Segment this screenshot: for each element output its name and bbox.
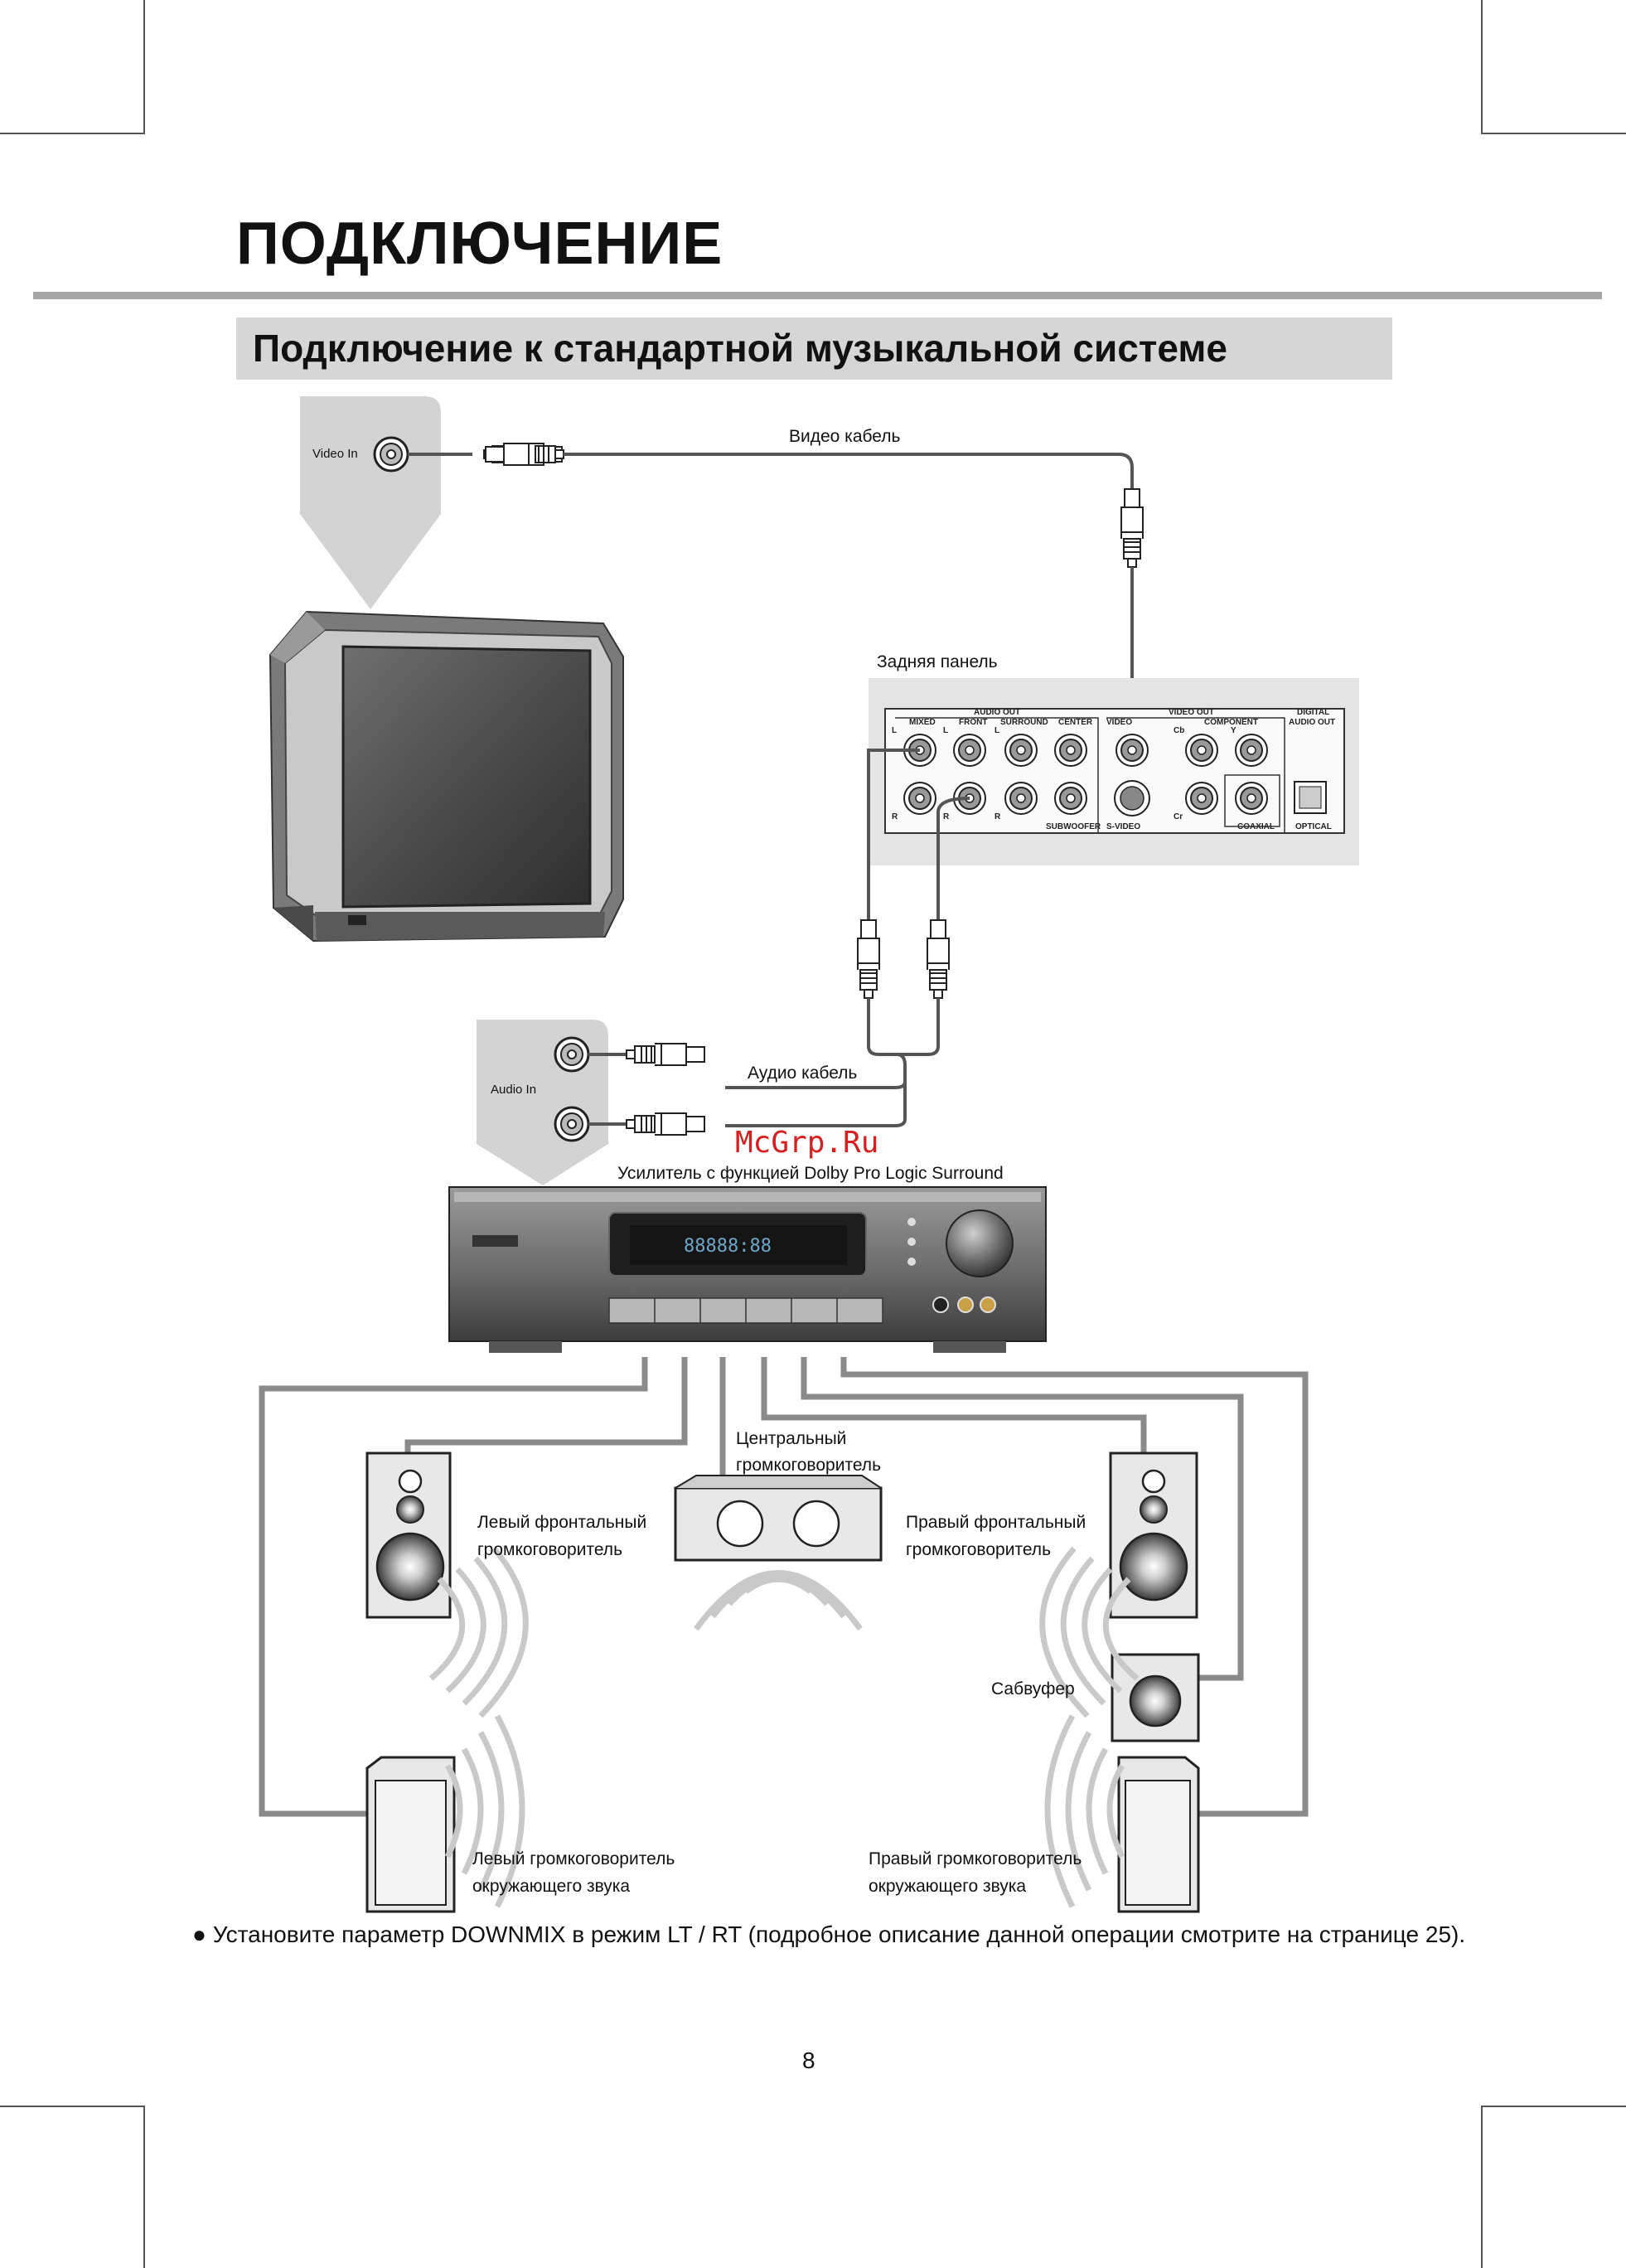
subwoofer-speaker: [1111, 1653, 1200, 1742]
crop-mark: [1481, 133, 1626, 134]
r-label: R: [892, 812, 898, 821]
audio-in-label: Audio In: [491, 1083, 536, 1097]
page-title: ПОДКЛЮЧЕНИЕ: [236, 211, 723, 277]
crop-mark: [1481, 0, 1483, 133]
audio-cable-label: Аудио кабель: [748, 1064, 857, 1083]
left-front-label-1: Левый фронтальный: [477, 1513, 646, 1532]
left-surround-speaker: [365, 1756, 456, 1913]
rear-panel: Задняя панель AUDIO OUT VIDEO OUT DIGITA…: [869, 652, 1359, 865]
downmix-note: ● Установите параметр DOWNMIX в режим LT…: [192, 1922, 1465, 1948]
video-in-callout: Video In: [300, 396, 441, 609]
right-front-label-2: громкоговоритель: [906, 1540, 1051, 1559]
bullet-icon: ●: [192, 1922, 206, 1947]
left-surround-label-2: окружающего звука: [472, 1877, 630, 1896]
digital-label-2: AUDIO OUT: [1289, 718, 1335, 727]
l-label: L: [892, 726, 897, 735]
crop-mark: [1481, 2106, 1626, 2107]
panel-jacks: [903, 734, 1327, 827]
video-in-jack: [373, 436, 409, 472]
amplifier-illustration: 88888:88: [448, 1186, 1047, 1353]
center-speaker-label-2: громкоговоритель: [736, 1456, 881, 1475]
component-label: COMPONENT: [1204, 718, 1258, 727]
optical-label: OPTICAL: [1295, 822, 1332, 831]
r-label: R: [943, 812, 950, 821]
l-label: L: [943, 726, 948, 735]
speaker-wires: [259, 1357, 1309, 1817]
audio-cable: Аудио кабель: [725, 749, 970, 1127]
crop-mark: [1481, 2106, 1483, 2268]
section-title: Подключение к стандартной музыкальной си…: [253, 327, 1227, 370]
note-text: Установите параметр DOWNMIX в режим LT /…: [212, 1922, 1466, 1947]
mixed-label: MIXED: [909, 718, 936, 727]
center-label: CENTER: [1058, 718, 1093, 727]
front-label: FRONT: [959, 718, 987, 727]
sound-waves: [428, 1546, 1140, 1908]
svg-text:88888:88: 88888:88: [684, 1236, 772, 1257]
page-number: 8: [802, 2048, 815, 2073]
crop-mark: [143, 0, 145, 133]
y-label: Y: [1231, 726, 1236, 735]
video-out-label: VIDEO OUT: [1169, 708, 1214, 717]
subwoofer-panel-label: SUBWOOFER: [1046, 822, 1101, 831]
audio-out-label: AUDIO OUT: [974, 708, 1020, 717]
audio-in-callout: Audio In: [477, 1020, 705, 1185]
amplifier-label: Усилитель с функцией Dolby Pro Logic Sur…: [617, 1164, 1004, 1183]
left-front-label-2: громкоговоритель: [477, 1540, 622, 1559]
right-surround-speaker: [1117, 1756, 1200, 1913]
left-front-speaker: [365, 1451, 452, 1619]
digital-label-1: DIGITAL: [1297, 708, 1329, 717]
crop-mark: [143, 2106, 145, 2268]
l-label: L: [994, 726, 999, 735]
center-speaker-label-1: Центральный: [736, 1429, 846, 1448]
left-surround-label-1: Левый громкоговоритель: [472, 1849, 675, 1868]
subwoofer-label: Сабвуфер: [991, 1679, 1075, 1699]
video-in-label: Video In: [312, 447, 358, 461]
cr-label: Cr: [1174, 812, 1183, 821]
right-surround-label-2: окружающего звука: [869, 1877, 1026, 1896]
right-front-label-1: Правый фронтальный: [906, 1513, 1086, 1532]
cb-label: Cb: [1174, 726, 1184, 735]
s-video-label: S-VIDEO: [1106, 822, 1140, 831]
right-surround-label-1: Правый громкоговоритель: [869, 1849, 1082, 1868]
rear-panel-label: Задняя панель: [877, 652, 998, 671]
watermark: McGrp.Ru: [735, 1126, 878, 1160]
tv-illustration: [269, 610, 624, 943]
section-header: Подключение к стандартной музыкальной си…: [236, 317, 1392, 380]
surround-label: SURROUND: [1000, 718, 1048, 727]
video-label: VIDEO: [1106, 718, 1132, 727]
title-divider: [33, 292, 1602, 299]
video-cable-label: Видео кабель: [789, 427, 901, 446]
center-speaker: [674, 1475, 883, 1562]
crop-mark: [0, 133, 145, 134]
r-label: R: [994, 812, 1001, 821]
crop-mark: [0, 2106, 145, 2107]
right-front-speaker: [1109, 1451, 1198, 1619]
